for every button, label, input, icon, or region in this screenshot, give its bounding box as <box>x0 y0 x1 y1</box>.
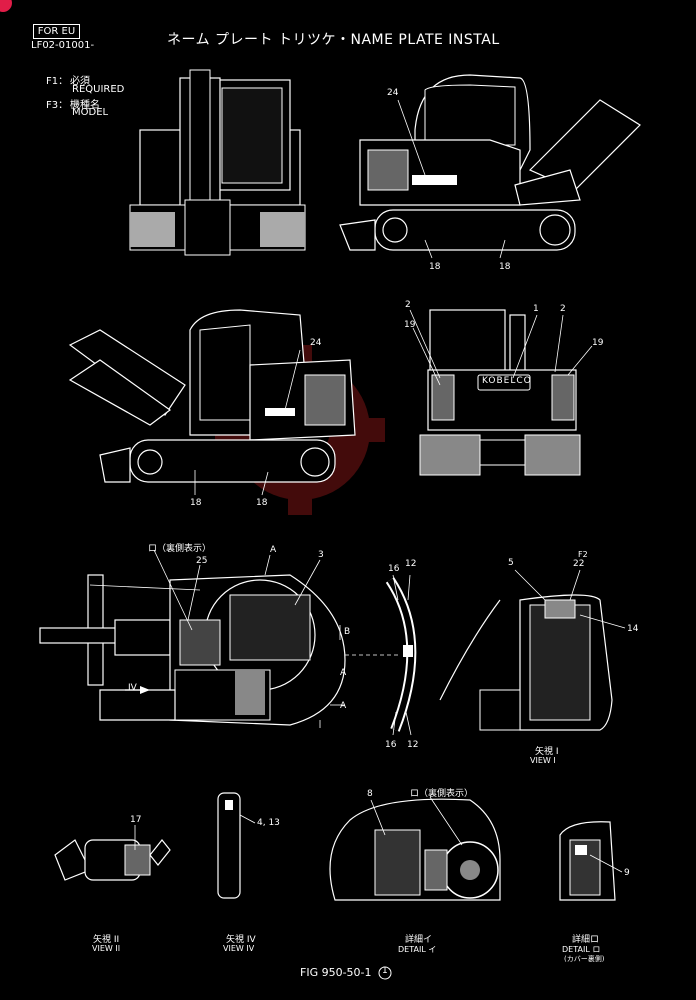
iso-view-excavator <box>68 309 356 483</box>
callout-12-bottom: 12 <box>407 740 419 750</box>
sheet-number: 1 <box>382 966 388 976</box>
callout-b: B <box>344 627 351 637</box>
callout-12-top: 12 <box>405 559 417 569</box>
callout-19-rear-right: 19 <box>592 338 604 348</box>
legend-f1-en: REQUIRED <box>72 84 125 95</box>
view-i-label-jp: 矢視 I <box>535 747 559 757</box>
brand-plate: KOBELCO <box>482 376 532 386</box>
view-iv-label-jp: 矢視 IV <box>226 935 256 945</box>
figure-number: FIG 950-50-1 <box>300 966 372 979</box>
callout-4-13: 4, 13 <box>257 818 280 828</box>
callout-a-low: A <box>340 701 347 711</box>
legend-f1-jp: 必須 <box>70 76 90 87</box>
callout-19-rear-left: 19 <box>404 320 416 330</box>
callout-24-iso: 24 <box>310 338 322 348</box>
view-ii-label-en: VIEW II <box>92 944 121 953</box>
view-iv-part <box>217 792 241 899</box>
serial-number: LF02-01001- <box>31 40 95 51</box>
detail-ro-note: (カバー裏側) <box>564 955 605 963</box>
page-title: ネーム プレート トリツケ・NAME PLATE INSTAL <box>167 32 500 48</box>
cover-side-view <box>385 577 417 732</box>
callout-18-iso-b: 18 <box>256 498 268 508</box>
callout-ro-detail: ロ（裏側表示） <box>410 789 474 799</box>
detail-ro-part <box>559 821 616 901</box>
callout-f2: F2 <box>578 550 588 559</box>
callout-25: 25 <box>196 556 208 566</box>
detail-ro-label-en: DETAIL ロ <box>562 945 601 954</box>
front-view-excavator <box>129 69 306 256</box>
legend-f3-code: F3： <box>46 100 69 111</box>
callout-16-bottom: 16 <box>385 740 397 750</box>
view-ii-label-jp: 矢視 II <box>93 935 120 945</box>
callout-5: 5 <box>508 558 514 568</box>
callout-1-rear: 1 <box>533 304 539 314</box>
view-i-panel <box>439 594 613 731</box>
plan-view-excavator <box>39 574 346 726</box>
view-ii-part <box>54 839 171 881</box>
callout-3: 3 <box>318 550 324 560</box>
region-badge: FOR EU <box>33 24 80 39</box>
callout-2-rear-left: 2 <box>405 300 411 310</box>
view-i-label-en: VIEW I <box>530 756 556 765</box>
legend-f1-code: F1： <box>46 76 69 87</box>
callout-17: 17 <box>130 815 142 825</box>
side-view-excavator <box>339 74 641 251</box>
callout-a-top: A <box>270 545 277 555</box>
callout-9: 9 <box>624 868 630 878</box>
callout-18-side-b: 18 <box>499 262 511 272</box>
callout-22: 22 <box>573 559 585 569</box>
legend-f3-jp: 機種名 <box>70 100 100 111</box>
callout-2-rear-right: 2 <box>560 304 566 314</box>
detail-ro-label-jp: 詳細ロ <box>572 935 600 945</box>
callout-24-side: 24 <box>387 88 399 98</box>
view-iv-label-en: VIEW IV <box>223 944 255 953</box>
detail-i-part <box>329 798 501 901</box>
callout-18-side-a: 18 <box>429 262 441 272</box>
corner-badge <box>0 0 12 12</box>
callout-18-iso-a: 18 <box>190 498 202 508</box>
callout-a-mid: A <box>340 668 347 678</box>
legend-f3-en: MODEL <box>72 107 109 118</box>
detail-i-label-jp: 詳細イ <box>405 935 433 945</box>
detail-i-label-en: DETAIL イ <box>398 945 437 954</box>
callout-view-iv-arrow: IV <box>128 683 137 693</box>
callout-16-top: 16 <box>388 564 400 574</box>
callout-14: 14 <box>627 624 639 634</box>
callout-8: 8 <box>367 789 373 799</box>
callout-ro-plan: ロ（裏側表示） <box>148 544 212 554</box>
rear-view-excavator <box>419 309 581 476</box>
